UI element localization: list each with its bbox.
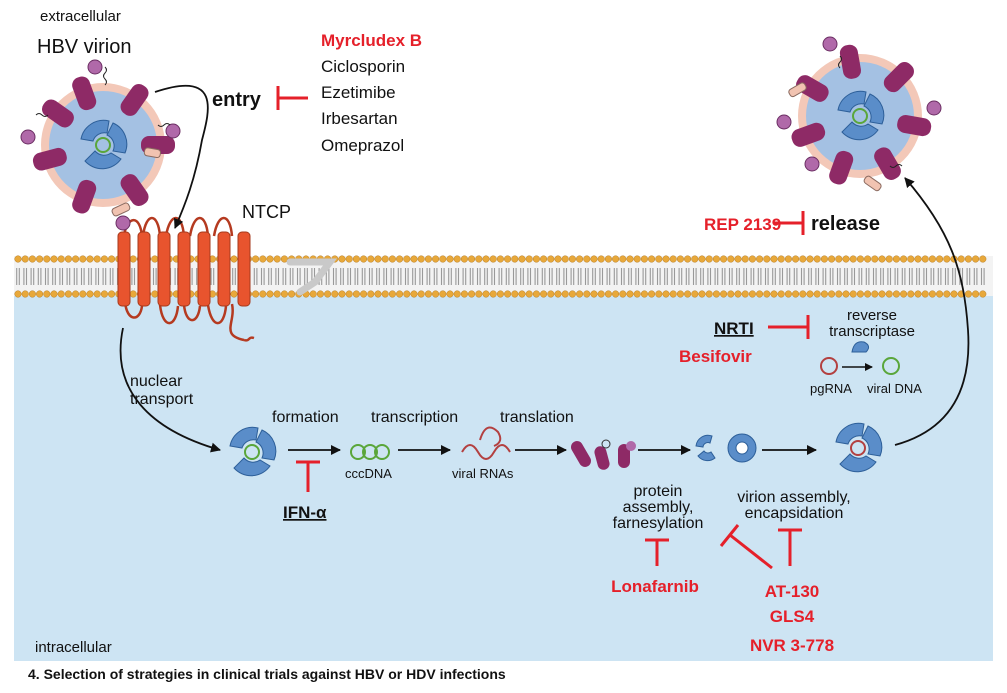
label-protein-line1: protein [634, 483, 683, 500]
label-entry: entry [212, 89, 262, 111]
label-ntcp: NTCP [242, 202, 291, 222]
label-translation: translation [500, 409, 574, 426]
label-release: release [811, 213, 880, 235]
drug-lonafarnib: Lonafarnib [611, 577, 699, 596]
membrane-protein-ghost [286, 258, 337, 296]
label-transcription: transcription [371, 409, 458, 426]
drug-ifn-alpha: IFN-α [283, 503, 327, 522]
label-formation: formation [272, 409, 339, 426]
figure-caption: 4. Selection of strategies in clinical t… [28, 666, 506, 682]
mature-nucleocapsid-icon [835, 422, 883, 473]
drug-nrti: NRTI [714, 319, 754, 338]
drug-rep-2139: REP 2139 [704, 215, 781, 234]
hbv-virion-release [776, 36, 942, 192]
label-transport: transport [130, 391, 194, 408]
label-reverse: reverse [847, 307, 897, 324]
drug-entry-1: Ciclosporin [321, 57, 405, 76]
label-intracellular: intracellular [35, 639, 112, 656]
translation-products-icon [571, 439, 636, 470]
label-viral-dna: viral DNA [867, 381, 922, 396]
label-virion-assembly: virion assembly, [737, 489, 851, 506]
entry-arrow [154, 84, 209, 229]
drug-besifovir: Besifovir [679, 347, 752, 366]
label-viral-rnas: viral RNAs [452, 466, 514, 481]
label-transcriptase: transcriptase [829, 323, 915, 340]
label-extracellular: extracellular [40, 8, 121, 25]
label-cccdna: cccDNA [345, 466, 392, 481]
nucleocapsid-icon [229, 426, 277, 477]
drug-entry-4: Omeprazol [321, 136, 404, 155]
pathway-arrows [119, 84, 970, 455]
cytoplasm-region [14, 295, 993, 661]
label-nuclear: nuclear [130, 373, 183, 390]
label-encapsidation: encapsidation [745, 505, 844, 522]
label-protein-line3: farnesylation [613, 515, 704, 532]
capsid-assembly-icon [695, 433, 757, 463]
inhibition-marks [276, 86, 810, 570]
label-protein-line2: assembly, [623, 499, 694, 516]
hbv-virion-entry [20, 59, 181, 231]
drug-capsid-0: AT-130 [765, 582, 820, 601]
viral-rnas-icon [461, 426, 511, 460]
drug-capsid-2: NVR 3-778 [750, 636, 834, 655]
label-pgrna: pgRNA [810, 381, 852, 396]
drug-entry-2: Ezetimibe [321, 83, 396, 102]
drug-entry-0: Myrcludex B [321, 31, 422, 50]
release-arrow [894, 177, 970, 446]
drug-capsid-1: GLS4 [770, 607, 815, 626]
cccdna-icon [350, 444, 390, 460]
nuclear-transport-arrow [119, 327, 221, 453]
drug-entry-3: Irbesartan [321, 109, 398, 128]
label-hbv-virion: HBV virion [37, 36, 131, 58]
reverse-transcription-icons [820, 341, 900, 375]
